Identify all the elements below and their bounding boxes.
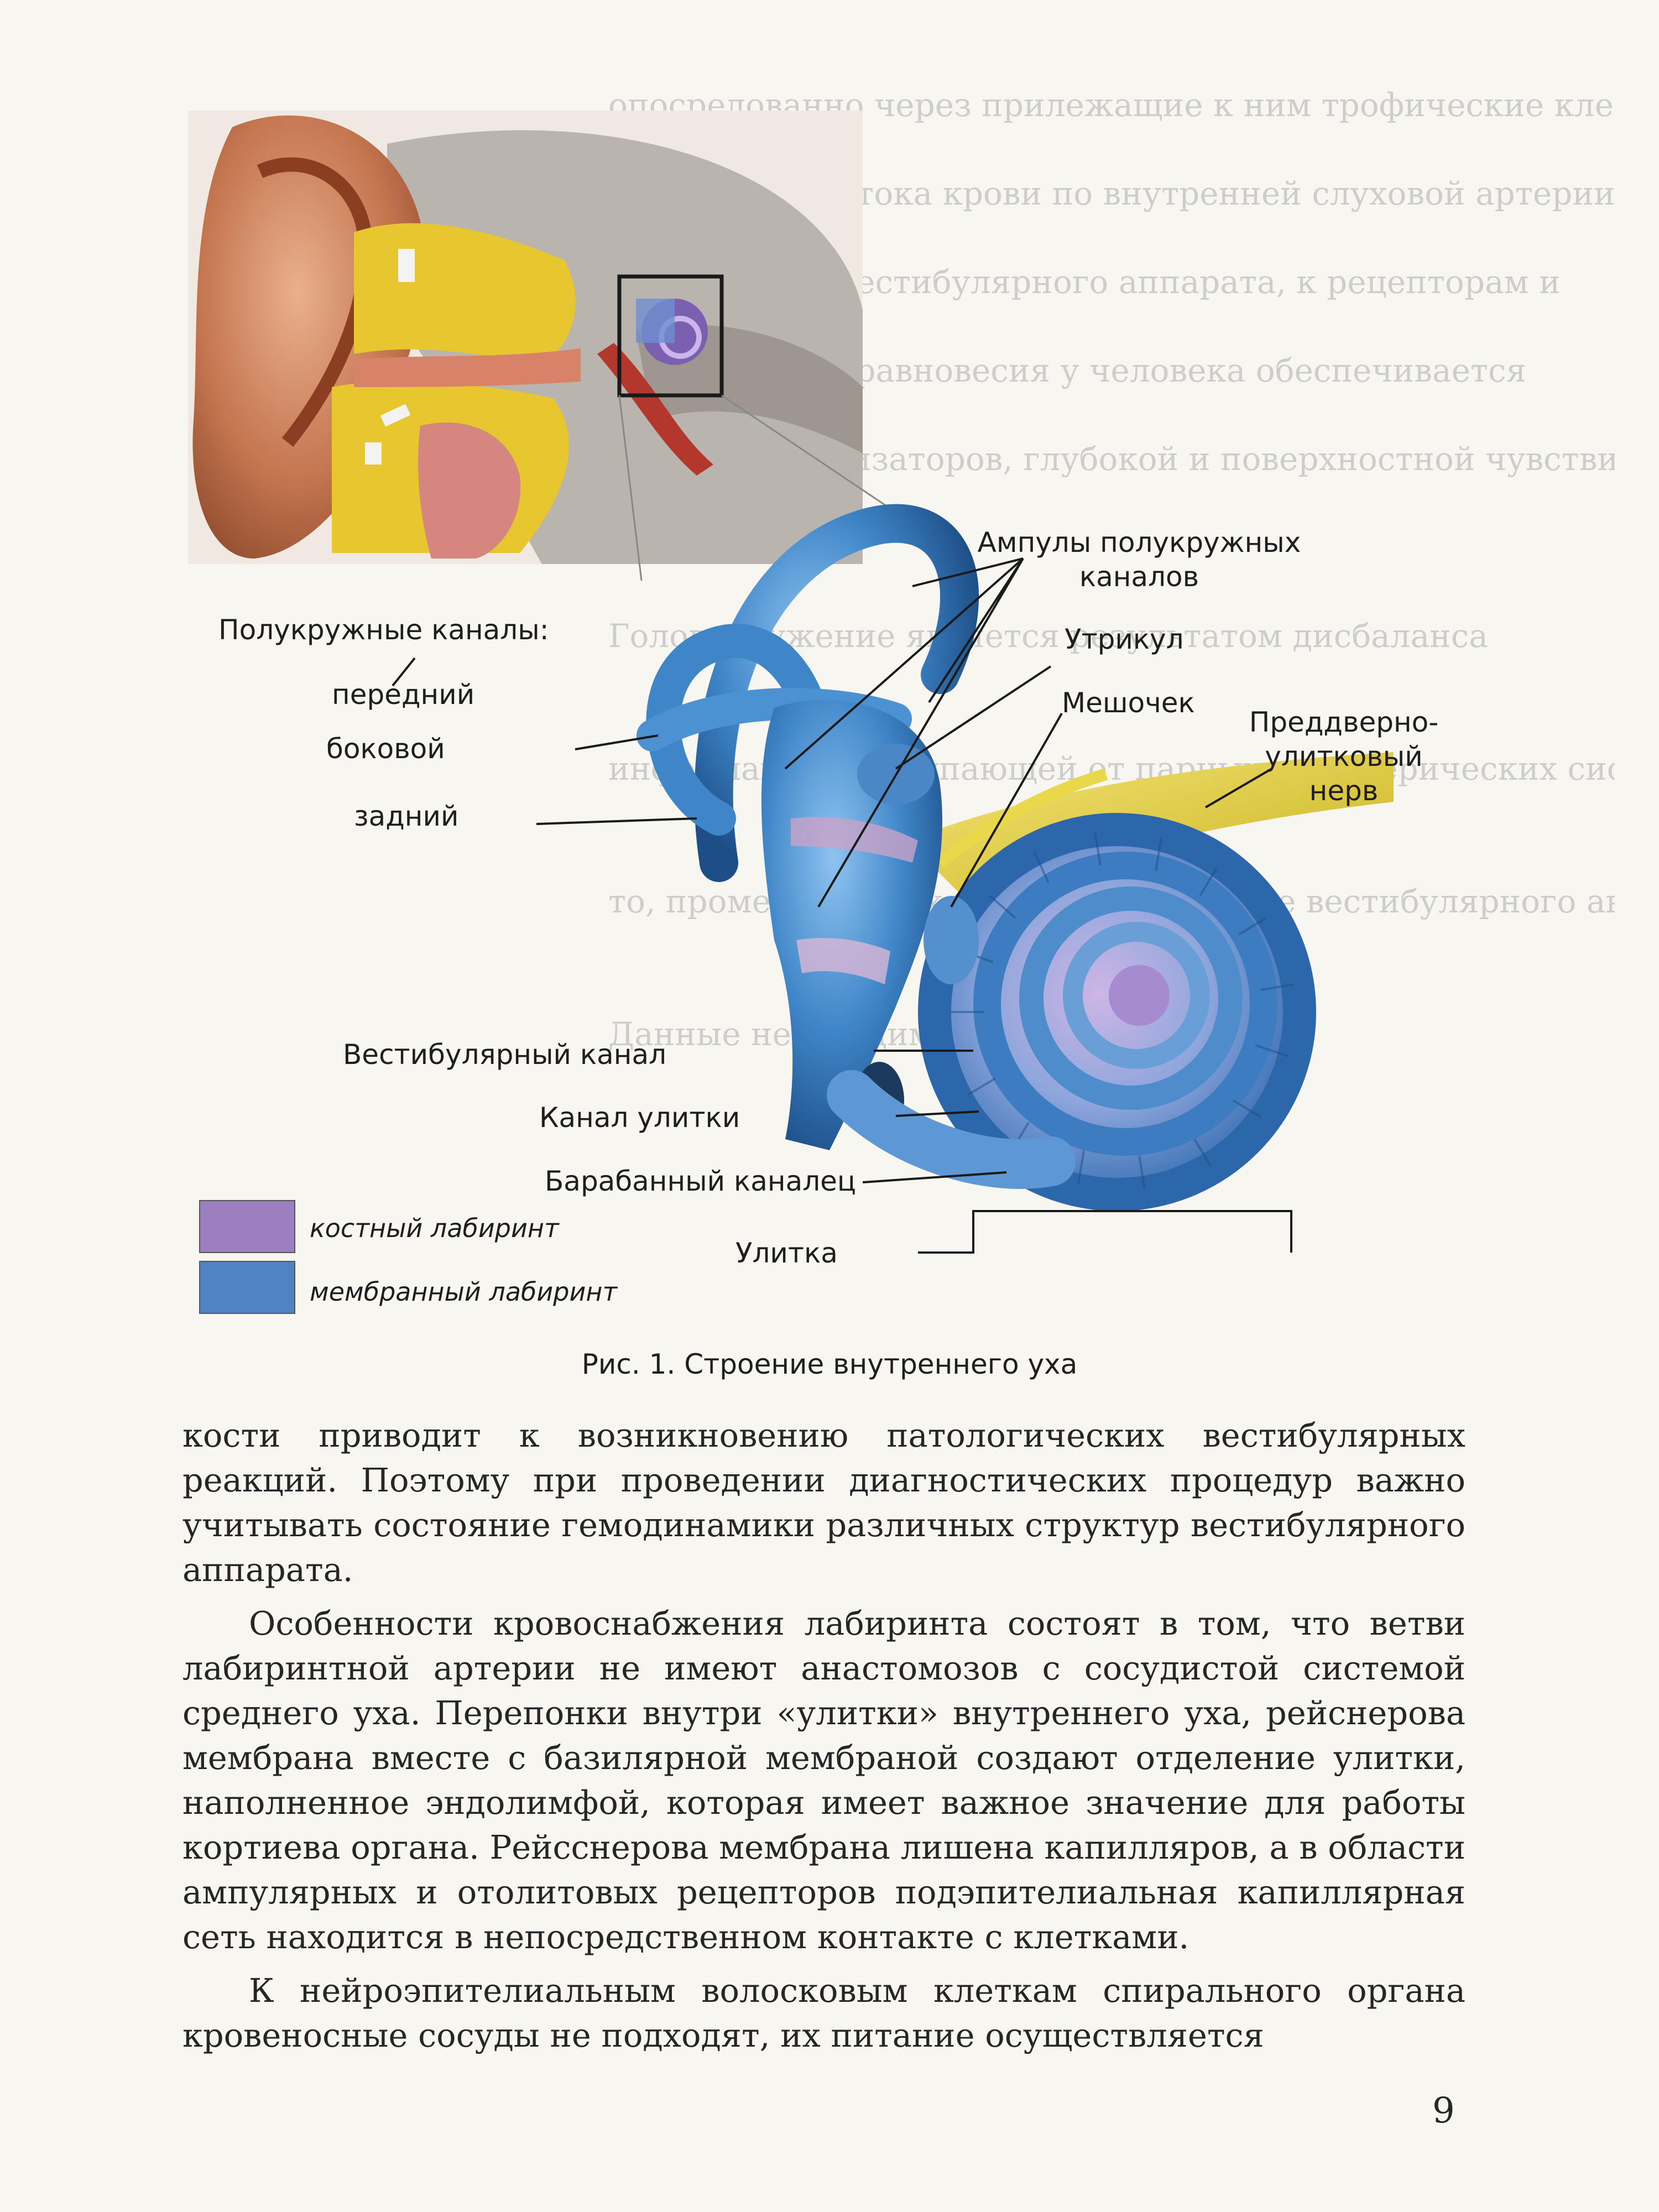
paragraph: кости приводит к возникновению патологич… xyxy=(182,1416,1465,1589)
legend-swatch-membranous xyxy=(199,1261,295,1314)
label-utricle: Утрикул xyxy=(1065,623,1184,655)
label-anterior-canal: передний xyxy=(332,679,475,711)
legend-label-membranous: мембранный лабиринт xyxy=(310,1277,618,1307)
label-vestibular-canal: Вестибулярный канал xyxy=(343,1039,667,1071)
inner-ear-enlarged xyxy=(637,504,1394,1211)
label-cochlea: Улитка xyxy=(735,1237,838,1269)
label-semicircular-canals: Полукружные каналы: xyxy=(218,614,549,646)
paragraph: К нейроэпителиальным волосковым клеткам … xyxy=(182,1971,1465,2054)
label-tympanic-canal: Барабанный каналец xyxy=(545,1165,856,1197)
label-ampullae: Ампулы полукружных каналов xyxy=(977,526,1301,593)
label-lateral-canal: боковой xyxy=(326,733,445,765)
annotation-lines xyxy=(392,557,1292,1254)
label-posterior-canal: задний xyxy=(354,800,459,832)
ear-cross-section xyxy=(188,111,863,564)
paragraph: Особенности кровоснабжения лабиринта сос… xyxy=(182,1604,1466,1956)
figure-caption: Рис. 1. Строение внутреннего уха xyxy=(581,1348,1078,1380)
body-text: кости приводит к возникновению патологич… xyxy=(182,1413,1465,2058)
inner-ear-illustration xyxy=(188,111,1394,1254)
label-vestibulocochlear-nerve: Преддверно- улитковый нерв xyxy=(1249,706,1439,807)
page-number: 9 xyxy=(1432,2090,1455,2131)
legend-swatch-bony xyxy=(199,1200,295,1253)
label-cochlear-canal: Канал улитки xyxy=(539,1102,740,1134)
label-saccule: Мешочек xyxy=(1062,687,1195,719)
legend-label-bony: костный лабиринт xyxy=(310,1213,559,1243)
